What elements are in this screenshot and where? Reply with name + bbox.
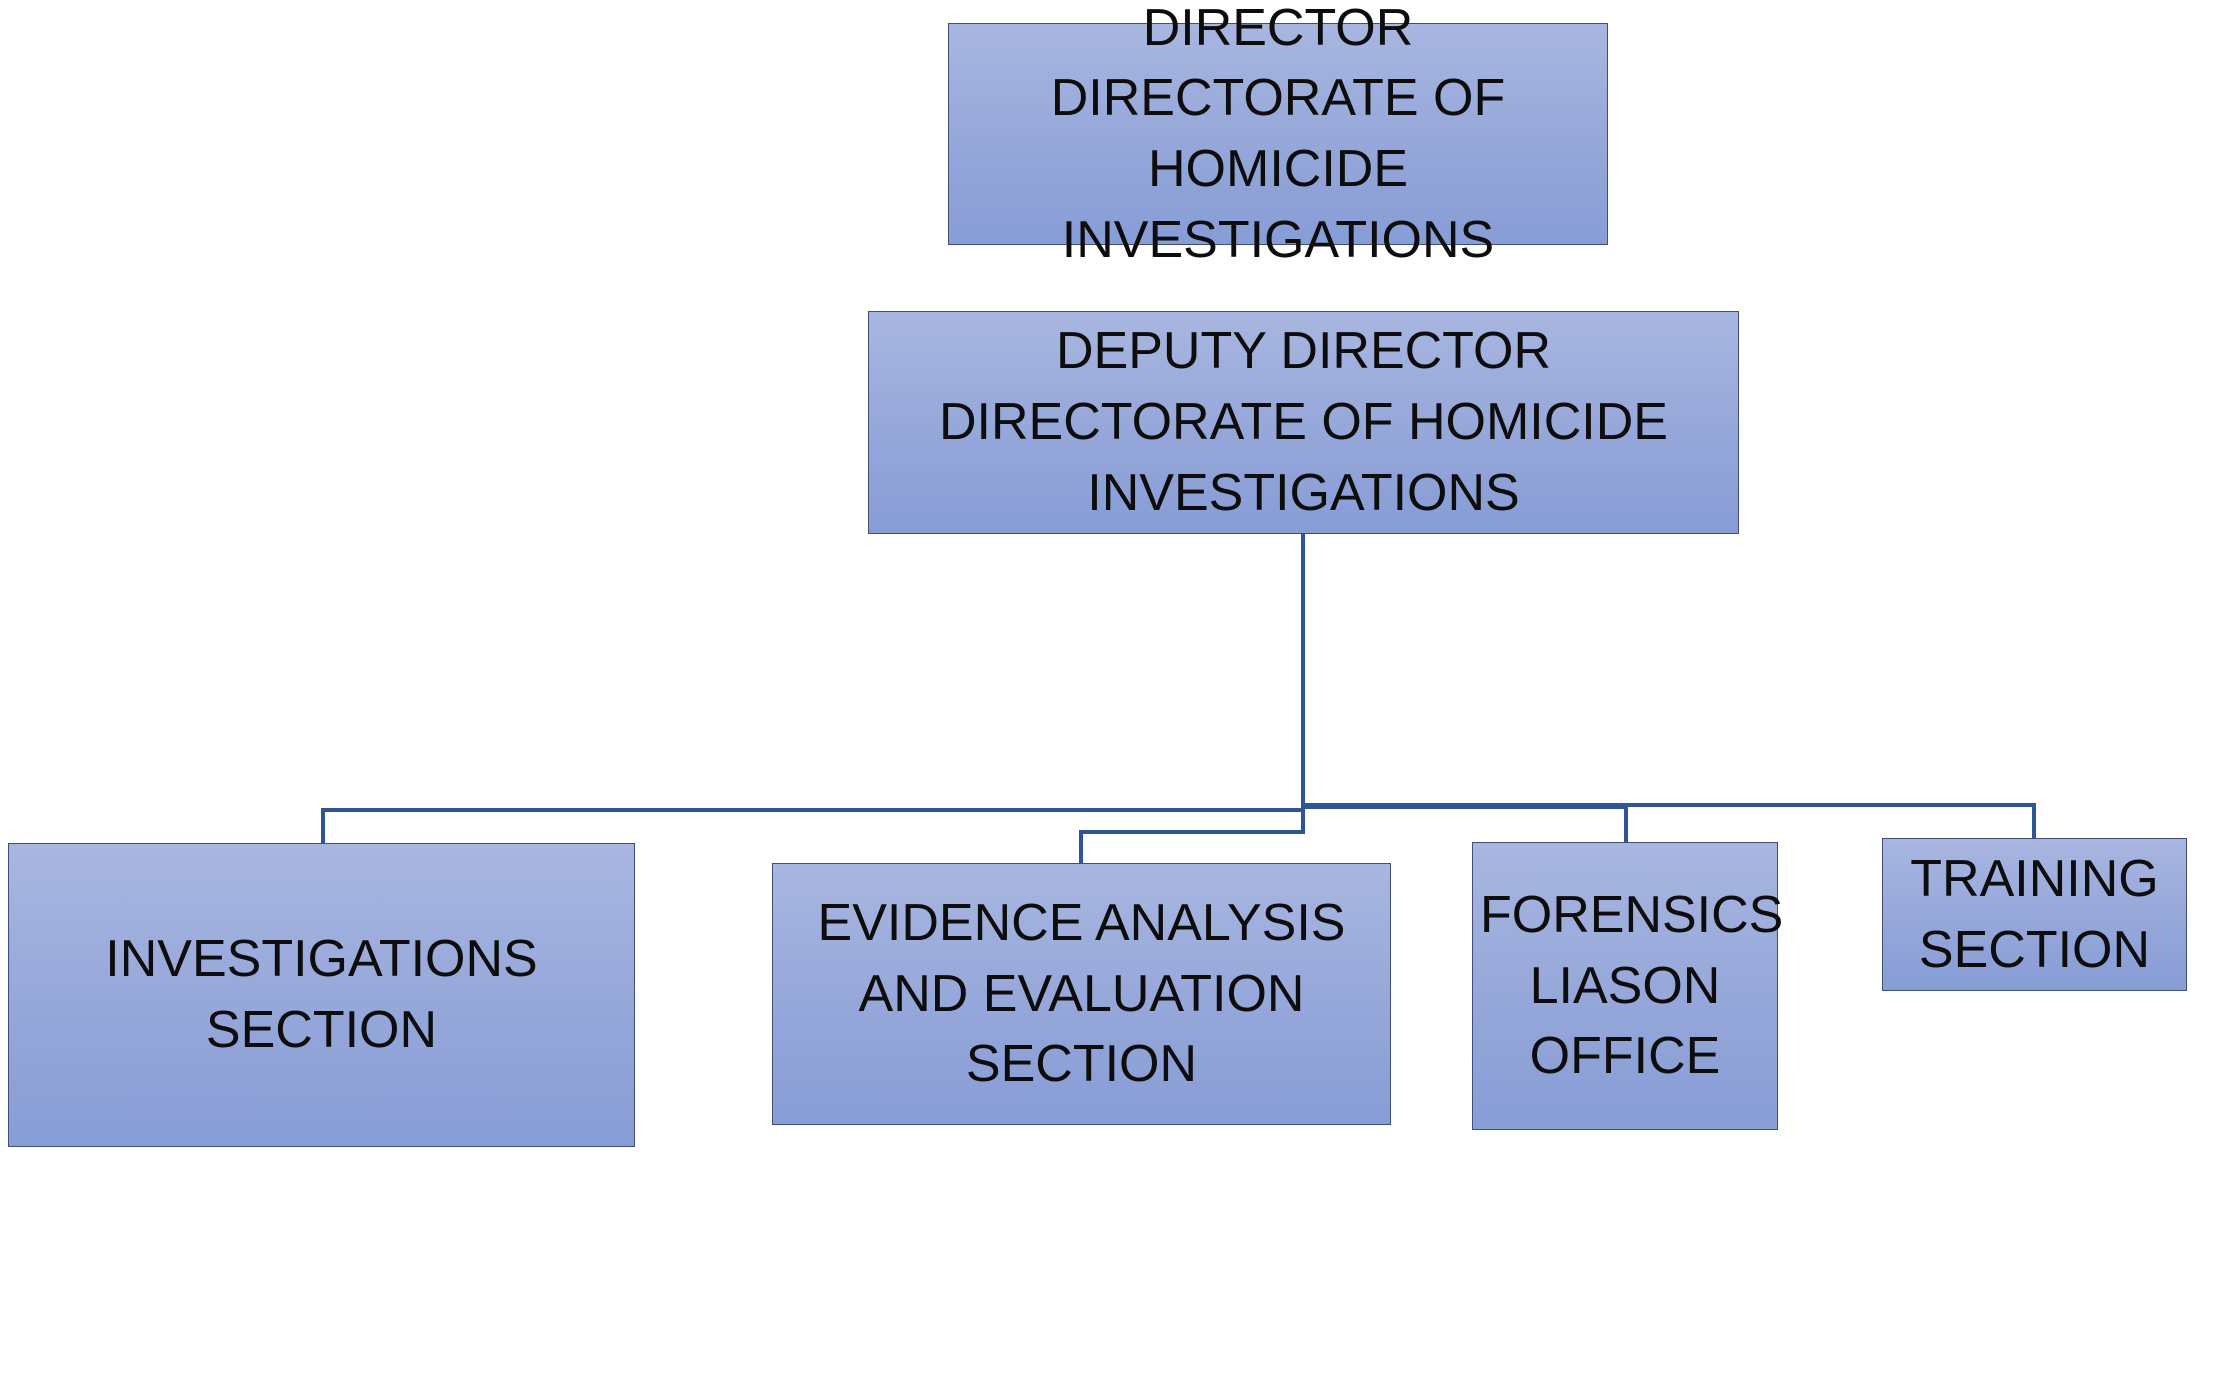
director-label: DIRECTOR DIRECTORATE OF HOMICIDE INVESTI… <box>1050 0 1506 269</box>
connector-investigations <box>321 808 1303 843</box>
forensics-liason-office-box: FORENSICS LIASON OFFICE <box>1472 842 1784 1130</box>
training-section-box: TRAINING SECTION <box>1882 838 2187 991</box>
training-section-label: TRAINING SECTION <box>1910 849 2159 979</box>
connector-forensics <box>1303 805 1628 842</box>
connector-evidence <box>1079 810 1305 863</box>
evidence-analysis-section-label: EVIDENCE ANALYSIS AND EVALUATION SECTION <box>817 893 1346 1094</box>
forensics-liason-office-label: FORENSICS LIASON OFFICE <box>1480 885 1784 1086</box>
director-box: DIRECTOR DIRECTORATE OF HOMICIDE INVESTI… <box>948 0 1608 269</box>
deputy-director-label: DEPUTY DIRECTOR DIRECTORATE OF HOMICIDE … <box>939 322 1668 522</box>
connector-training <box>1303 803 2036 838</box>
investigations-section-box: INVESTIGATIONS SECTION <box>8 843 635 1147</box>
deputy-director-box: DEPUTY DIRECTOR DIRECTORATE OF HOMICIDE … <box>868 311 1739 534</box>
evidence-analysis-section-box: EVIDENCE ANALYSIS AND EVALUATION SECTION <box>772 863 1391 1125</box>
investigations-section-label: INVESTIGATIONS SECTION <box>105 930 538 1059</box>
